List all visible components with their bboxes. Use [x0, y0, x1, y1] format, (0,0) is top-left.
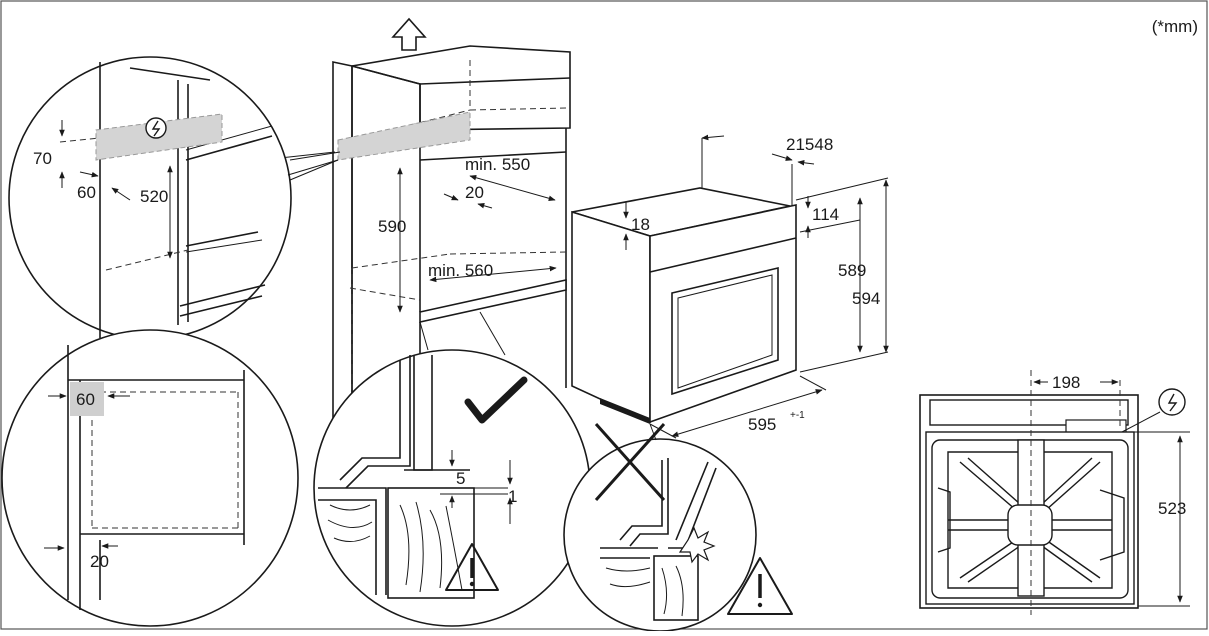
clearance-zone	[70, 382, 104, 416]
dim-595: 595	[748, 415, 776, 434]
power-symbol-icon	[145, 117, 167, 139]
dim-589: 589	[838, 261, 866, 280]
dim-5: 5	[456, 469, 465, 488]
dim-60-top: 60	[77, 183, 96, 202]
dim-60-bottom: 60	[76, 390, 95, 409]
dim-595-tolerance: +-1	[790, 410, 805, 421]
dim-520: 520	[140, 187, 168, 206]
magnifier-bottom-clearance: 60 20	[1, 329, 299, 627]
oven-drawing: 21548 18 114 589 594 595 +-1	[571, 134, 889, 439]
check-mark-icon	[464, 376, 528, 424]
magnifier-wrong-install	[563, 422, 793, 632]
unit-note: (*mm)	[1152, 17, 1198, 36]
warning-triangle-icon	[727, 557, 793, 615]
dim-114: 114	[812, 205, 839, 224]
dim-20-top: 20	[465, 183, 484, 202]
dim-21548: 21548	[786, 135, 833, 154]
magnifier-socket-position: 70 60 520	[8, 56, 341, 340]
arrow-up-icon	[391, 17, 427, 51]
dim-594: 594	[852, 289, 880, 308]
cabinet-drawing: 590 min. 550 20 min. 560	[279, 17, 571, 423]
dim-70: 70	[33, 149, 52, 168]
dim-590: 590	[378, 217, 406, 236]
dim-523: 523	[1158, 499, 1186, 518]
oven-back-view: 198 523	[919, 370, 1190, 615]
spark-icon	[678, 526, 716, 564]
dim-min-550: min. 550	[465, 155, 530, 174]
dim-198: 198	[1052, 373, 1080, 392]
dim-20-bottom: 20	[90, 552, 109, 571]
magnifier-correct-install: 5 1	[313, 349, 591, 627]
dim-18: 18	[631, 215, 650, 234]
dim-1: 1	[508, 487, 517, 506]
socket-zone	[337, 111, 471, 161]
power-symbol-icon	[1158, 388, 1186, 416]
warning-triangle-icon	[445, 543, 499, 591]
